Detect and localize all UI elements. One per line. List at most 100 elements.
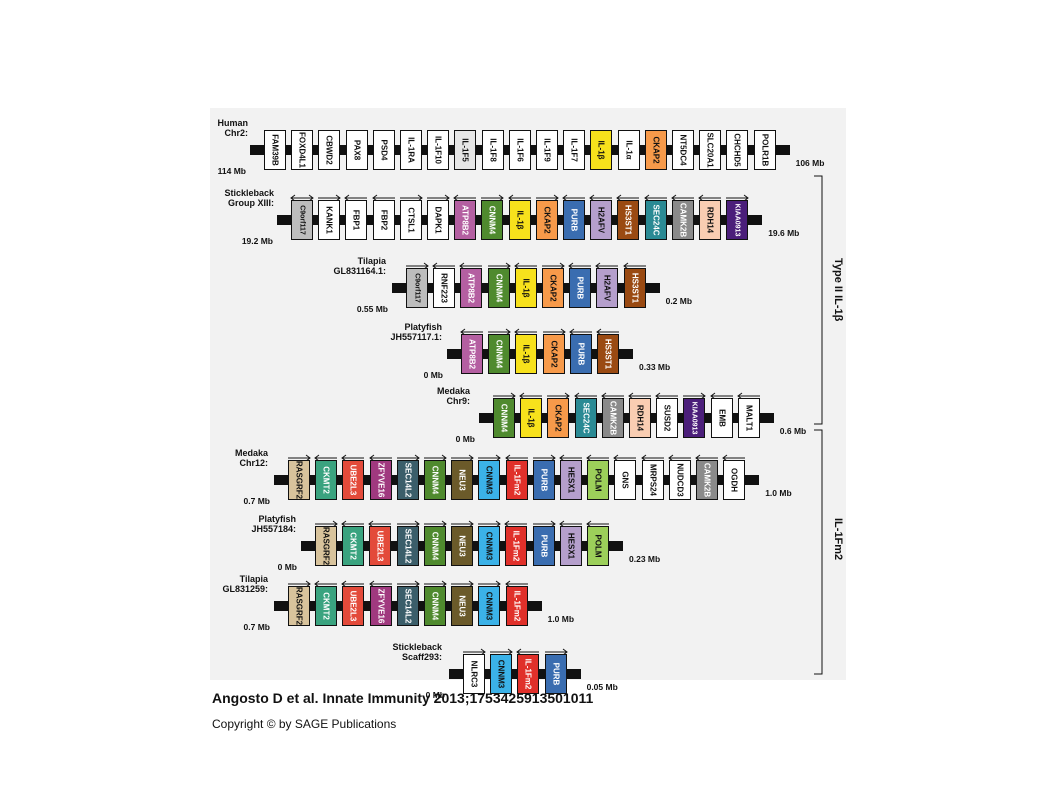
gene-box: CNNM4 bbox=[493, 398, 515, 438]
end-mb-label: 0.2 Mb bbox=[665, 296, 693, 306]
gene-box: OGDH bbox=[723, 460, 746, 500]
gene-box: HS3ST1 bbox=[623, 268, 646, 308]
gene-box: FOXD4L1 bbox=[291, 130, 314, 170]
gene-box: KANK1 bbox=[318, 200, 341, 240]
track-label: Medaka Chr12: bbox=[234, 448, 268, 468]
gene-box: CNNM3 bbox=[478, 526, 501, 566]
end-mb-label: 0.33 Mb bbox=[639, 362, 671, 372]
gene-box: CBWD2 bbox=[318, 130, 341, 170]
start-mb-label: 0.7 Mb bbox=[243, 496, 270, 506]
gene-box: SUSD2 bbox=[656, 398, 679, 438]
gene-box: CAMK2B bbox=[601, 398, 624, 438]
gene-box: SEC24C bbox=[644, 200, 667, 240]
gene-box: PURB bbox=[544, 654, 567, 694]
gene-box: CNNM4 bbox=[487, 268, 510, 308]
gene-box: POLM bbox=[587, 460, 610, 500]
gene-box: CNNM4 bbox=[423, 526, 446, 566]
gene-box: RNF223 bbox=[433, 268, 456, 308]
gene-box: H2AFV bbox=[590, 200, 613, 240]
gene-box: PURB bbox=[532, 460, 555, 500]
track-label: Human Chr2: bbox=[217, 118, 248, 138]
track-label: Platyfish JH557117.1: bbox=[390, 322, 442, 342]
start-mb-label: 0 Mb bbox=[455, 434, 475, 444]
end-mb-label: 0.23 Mb bbox=[629, 554, 661, 564]
gene-box: IL-1F9 bbox=[536, 130, 558, 170]
gene-box: IL-1F6 bbox=[508, 130, 531, 170]
gene-box: ATP8B2 bbox=[454, 200, 477, 240]
gene-box: IL-1β bbox=[514, 268, 537, 308]
gene-box: POLM bbox=[587, 526, 609, 566]
end-mb-label: 19.6 Mb bbox=[768, 228, 800, 238]
gene-box: SEC14L2 bbox=[396, 586, 419, 626]
gene-box: PURB bbox=[569, 334, 592, 374]
start-mb-label: 0.7 Mb bbox=[243, 622, 270, 632]
gene-box: ZFYVE16 bbox=[369, 586, 392, 626]
gene-box: POLR1B bbox=[753, 130, 776, 170]
end-mb-label: 1.0 Mb bbox=[765, 488, 792, 498]
track-label: Tilapia GL831259: bbox=[222, 574, 268, 594]
start-mb-label: 0 Mb bbox=[425, 690, 445, 700]
gene-box: ATP8B2 bbox=[461, 334, 483, 374]
gene-box: HS3ST1 bbox=[617, 200, 640, 240]
gene-box: UBE2L3 bbox=[342, 460, 365, 500]
gene-box: CKAP2 bbox=[547, 398, 570, 438]
gene-box: SEC24C bbox=[574, 398, 597, 438]
gene-box: CKMT2 bbox=[315, 586, 338, 626]
gene-box: C9orf117 bbox=[291, 200, 313, 240]
gene-box: IL-1Fm2 bbox=[505, 460, 528, 500]
gene-box: HESX1 bbox=[560, 460, 582, 500]
gene-box: H2AFV bbox=[596, 268, 619, 308]
track-label: Medaka Chr9: bbox=[436, 386, 470, 406]
gene-box: CNNM3 bbox=[490, 654, 513, 694]
gene-box: CKMT2 bbox=[342, 526, 365, 566]
gene-box: CNNM4 bbox=[488, 334, 511, 374]
gene-box: UBE2L3 bbox=[342, 586, 365, 626]
gene-box: SEC14L2 bbox=[396, 526, 419, 566]
gene-box: ZFYVE16 bbox=[369, 460, 392, 500]
group-bracket bbox=[814, 175, 823, 425]
gene-box: CKAP2 bbox=[644, 130, 667, 170]
gene-box: IL-1β bbox=[508, 200, 531, 240]
gene-box: IL-1F7 bbox=[563, 130, 586, 170]
gene-box: CAMK2B bbox=[696, 460, 718, 500]
gene-box: CKAP2 bbox=[535, 200, 558, 240]
group-brackets bbox=[814, 175, 823, 675]
gene-box: NT5DC4 bbox=[672, 130, 694, 170]
gene-box: CNNM3 bbox=[478, 586, 501, 626]
gene-box: CNNM4 bbox=[481, 200, 504, 240]
end-mb-label: 106 Mb bbox=[795, 158, 825, 168]
gene-box: NEU3 bbox=[451, 460, 474, 500]
gene-box: HESX1 bbox=[559, 526, 582, 566]
gene-box: PURB bbox=[532, 526, 555, 566]
chromosome-line bbox=[479, 413, 774, 423]
gene-box: KIAA0913 bbox=[683, 398, 706, 438]
gene-box: MALT1 bbox=[737, 398, 760, 438]
gene-box: IL-1F8 bbox=[481, 130, 504, 170]
gene-box: GNS bbox=[614, 460, 637, 500]
gene-box: FAM39B bbox=[264, 130, 286, 170]
gene-box: UBE2L3 bbox=[369, 526, 392, 566]
start-mb-label: 0 Mb bbox=[423, 370, 443, 380]
start-mb-label: 114 Mb bbox=[217, 166, 246, 176]
start-mb-label: 19.2 Mb bbox=[241, 236, 273, 246]
end-mb-label: 0.6 Mb bbox=[779, 426, 807, 436]
gene-box: NLRC3 bbox=[463, 654, 485, 694]
gene-box: IL-1F5 bbox=[454, 130, 477, 170]
gene-box: FBP1 bbox=[345, 200, 368, 240]
gene-box: ATP8B2 bbox=[460, 268, 483, 308]
gene-box: PURB bbox=[569, 268, 592, 308]
gene-box: CKMT2 bbox=[315, 460, 338, 500]
end-mb-label: 1.0 Mb bbox=[547, 614, 575, 624]
gene-box: CAMK2B bbox=[671, 200, 694, 240]
gene-box: CNNM4 bbox=[424, 586, 446, 626]
gene-box: C9orf117 bbox=[406, 268, 428, 308]
gene-box: RASGRF2 bbox=[288, 586, 310, 626]
track-label: Platyfish JH557184: bbox=[251, 514, 296, 534]
group-bracket bbox=[814, 429, 823, 675]
gene-box: IL-1α bbox=[617, 130, 640, 170]
gene-box: SLC20A1 bbox=[699, 130, 722, 170]
end-mb-label: 0.05 Mb bbox=[586, 682, 618, 692]
gene-box: CTSL1 bbox=[399, 200, 422, 240]
gene-box: NEU3 bbox=[451, 526, 473, 566]
